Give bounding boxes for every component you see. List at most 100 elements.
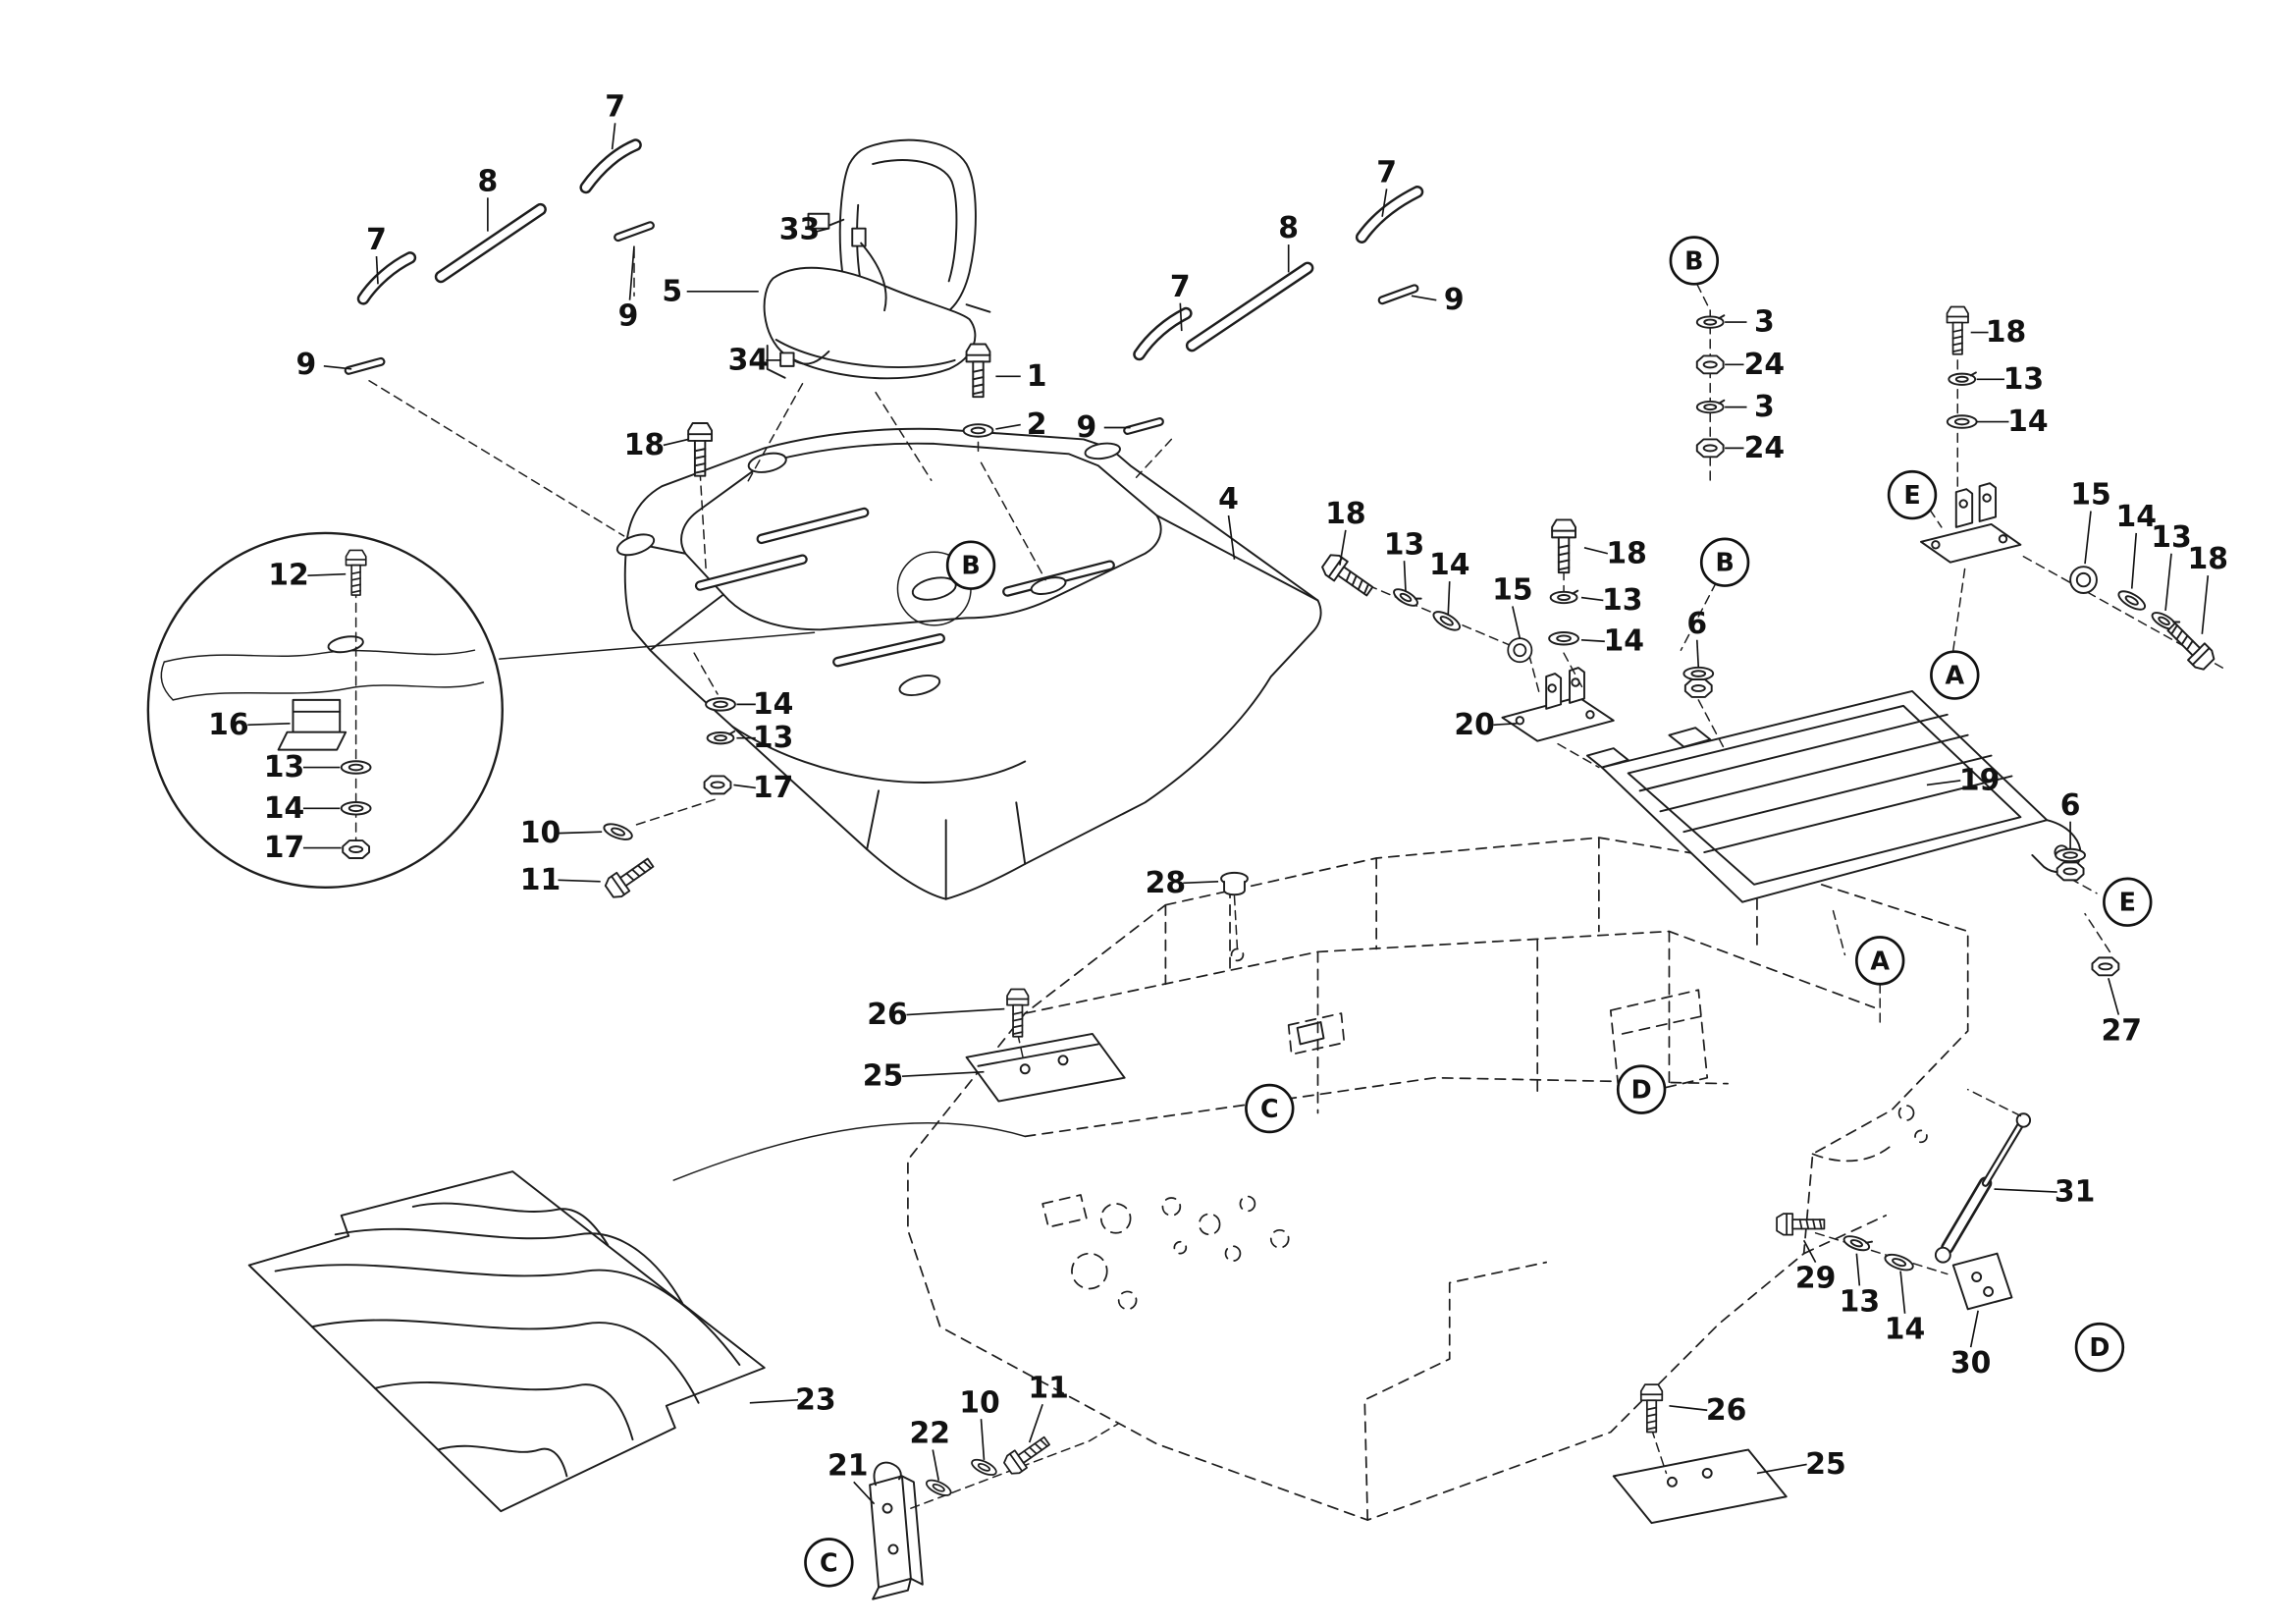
callout-14: 14 xyxy=(264,791,305,826)
callout-26: 26 xyxy=(867,998,908,1032)
svg-text:E: E xyxy=(2119,888,2136,917)
washer-13-stack xyxy=(706,730,736,745)
callout-17: 17 xyxy=(753,771,794,805)
leader-line xyxy=(611,123,616,150)
washer-14-right xyxy=(2114,586,2149,615)
callout-3: 3 xyxy=(1754,305,1775,340)
callout-6: 6 xyxy=(2060,788,2081,823)
ref-circle-B: B xyxy=(1669,236,1720,286)
callout-20: 20 xyxy=(1454,708,1495,742)
leader-line xyxy=(1669,1404,1708,1412)
callout-12: 12 xyxy=(268,559,309,593)
right-rail-set xyxy=(1128,191,1417,430)
callout-14: 14 xyxy=(1603,624,1644,659)
leader-line xyxy=(1802,1239,1817,1264)
callout-18: 18 xyxy=(1606,536,1647,570)
callout-15: 15 xyxy=(2070,478,2111,513)
leader-line xyxy=(1339,529,1347,566)
leader-line xyxy=(1512,606,1522,639)
leader-line xyxy=(2108,978,2120,1015)
leader-line xyxy=(817,227,829,233)
washer-6b xyxy=(2055,847,2086,863)
leader-line xyxy=(558,879,601,883)
ref-circle-E: E xyxy=(1887,469,1938,520)
svg-text:D: D xyxy=(2089,1332,2109,1362)
leader-line xyxy=(1899,1271,1906,1314)
ref-circle-C: C xyxy=(1245,1083,1295,1134)
leader-line xyxy=(995,423,1021,430)
callout-28: 28 xyxy=(1146,866,1187,900)
nut-17-stack xyxy=(703,775,732,795)
washer-10-plate xyxy=(601,820,635,844)
washer-14-row xyxy=(1429,607,1464,635)
leader-line xyxy=(1969,1310,1979,1348)
callout-7: 7 xyxy=(366,223,387,257)
leader-line xyxy=(2164,553,2172,612)
seat-slide-frame xyxy=(1585,689,2082,903)
callout-30: 30 xyxy=(1950,1346,1991,1380)
leader-line xyxy=(1583,547,1609,555)
hinge-bracket-e xyxy=(1920,482,2022,564)
callout-7: 7 xyxy=(1170,270,1191,304)
callout-25: 25 xyxy=(863,1059,904,1094)
leader-line xyxy=(663,438,689,447)
callout-24: 24 xyxy=(1744,431,1786,465)
ref-circle-B: B xyxy=(1699,537,1750,587)
callout-3: 3 xyxy=(1754,390,1775,424)
bushing-15-mid xyxy=(1507,637,1533,664)
leader-line xyxy=(1381,189,1388,217)
leader-line xyxy=(1403,561,1407,592)
callout-27: 27 xyxy=(2102,1013,2142,1048)
callout-29: 29 xyxy=(1795,1262,1836,1296)
chassis-bracket-c xyxy=(1296,1021,1325,1046)
callout-13: 13 xyxy=(264,750,305,785)
callout-13: 13 xyxy=(2151,520,2191,555)
nut-27 xyxy=(2091,956,2120,977)
washer-14-strut xyxy=(1882,1250,1916,1274)
washer-3a xyxy=(1695,314,1726,329)
callout-1: 1 xyxy=(1027,359,1047,394)
chassis-frame xyxy=(907,837,1969,1521)
callout-13: 13 xyxy=(1602,583,1642,618)
callout-9: 9 xyxy=(1444,283,1465,317)
callout-13: 13 xyxy=(1384,527,1425,562)
svg-text:A: A xyxy=(1870,946,1890,975)
callout-25: 25 xyxy=(1805,1447,1846,1482)
leader-line xyxy=(733,784,756,789)
washer-2 xyxy=(962,423,994,438)
leader-line xyxy=(1756,1463,1807,1475)
bolt-18-ecol xyxy=(1946,305,1969,355)
washer-14-ecol xyxy=(1946,414,1978,429)
leader-line xyxy=(749,1398,799,1404)
svg-text:C: C xyxy=(1260,1094,1279,1123)
nut-24a xyxy=(1695,354,1725,375)
callout-18: 18 xyxy=(624,428,665,462)
callout-16: 16 xyxy=(208,708,249,742)
leader-line xyxy=(980,1419,986,1461)
hinge-bracket-20 xyxy=(1501,667,1615,742)
svg-text:B: B xyxy=(961,551,980,580)
ref-circle-D: D xyxy=(1616,1064,1667,1114)
bushing-15-right xyxy=(2069,566,2098,595)
callout-14: 14 xyxy=(1885,1313,1926,1347)
callout-14: 14 xyxy=(2007,405,2049,439)
leader-line xyxy=(1028,1404,1043,1443)
ref-circle-B: B xyxy=(945,540,996,590)
callout-19: 19 xyxy=(1959,763,2001,797)
callout-26: 26 xyxy=(1706,1393,1747,1428)
bolt-1 xyxy=(965,343,991,399)
leader-line xyxy=(1179,302,1183,332)
leader-line xyxy=(906,1007,1005,1016)
leader-line xyxy=(2084,511,2092,565)
callout-9: 9 xyxy=(296,348,317,382)
leader-line xyxy=(628,245,635,300)
leader-line xyxy=(1447,581,1451,616)
svg-text:D: D xyxy=(1631,1075,1652,1105)
callout-13: 13 xyxy=(753,721,794,755)
callout-22: 22 xyxy=(910,1417,951,1451)
callout-21: 21 xyxy=(828,1448,869,1483)
callout-8: 8 xyxy=(477,164,498,198)
plug-28 xyxy=(1220,871,1249,896)
